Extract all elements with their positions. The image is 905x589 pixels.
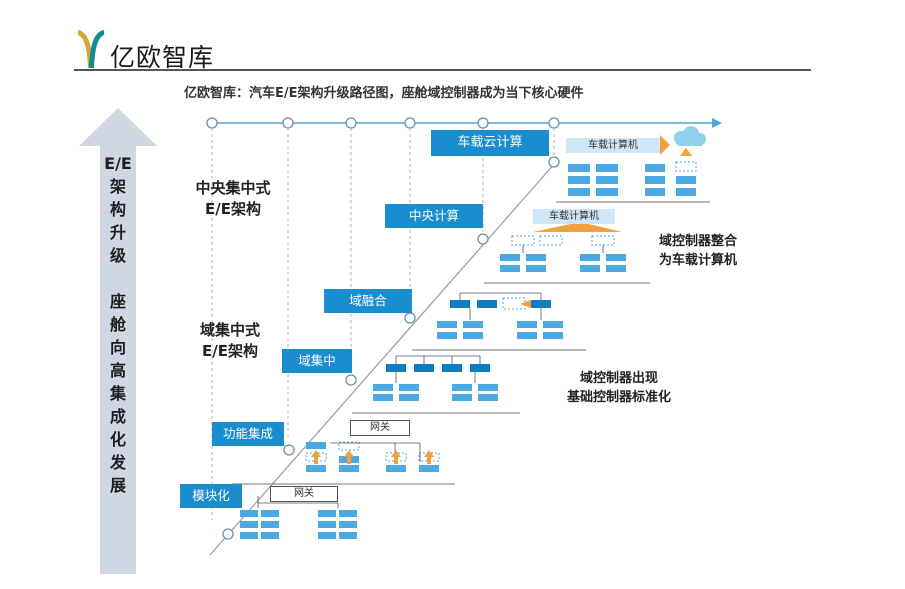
gateway-box: 网关: [350, 420, 410, 436]
stage-cloud-computing: 车载云计算: [431, 130, 549, 156]
axis-char: 架: [109, 177, 126, 196]
axis-char: 升: [109, 223, 126, 242]
axis-char: [98, 267, 138, 290]
axis-char: 化: [109, 430, 126, 449]
upgrade-arrow-icon: [79, 108, 157, 574]
axis-char: 座: [109, 292, 126, 311]
axis-char: 展: [109, 476, 126, 495]
vertical-axis-label: E/E 架 构 升 级 座 舱 向 高 集 成 化 发 展: [98, 152, 138, 497]
note-upper: 域控制器整合 为车载计算机: [658, 234, 737, 268]
axis-char: 高: [109, 361, 126, 380]
axis-char: E/E: [104, 154, 132, 173]
axis-char: 构: [109, 200, 126, 219]
stage-domain-fusion: 域融合: [324, 289, 412, 313]
logo: [76, 26, 106, 68]
header-divider: [74, 69, 811, 71]
cloud-icon: [674, 126, 706, 146]
stage-modular: 模块化: [180, 484, 242, 508]
stage-function-integration: 功能集成: [212, 422, 284, 446]
stage-domain-centralized: 域集中: [282, 349, 352, 373]
vehicle-computer-box: 车载计算机: [533, 209, 615, 224]
note-lower: 域控制器出现 基础控制器标准化: [566, 371, 671, 405]
logo-text: 亿欧智库: [110, 43, 215, 72]
stage-central-computing: 中央计算: [385, 204, 483, 228]
axis-char: 集: [109, 384, 126, 403]
logo-mark-icon: [78, 30, 104, 68]
gateway-box: 网关: [270, 486, 338, 502]
arch-central-label: 中央集中式 E/E架构: [195, 179, 271, 218]
axis-char: 舱: [109, 315, 126, 334]
page-title: 亿欧智库：汽车E/E架构升级路径图，座舱域控制器成为当下核心硬件: [184, 86, 584, 101]
axis-char: 发: [109, 453, 126, 472]
axis-char: 成: [109, 407, 126, 426]
axis-char: 向: [109, 338, 126, 357]
axis-char: 级: [109, 246, 126, 265]
arch-domain-label: 域集中式 E/E架构: [199, 321, 260, 360]
vehicle-computer-box: 车载计算机: [566, 138, 660, 153]
